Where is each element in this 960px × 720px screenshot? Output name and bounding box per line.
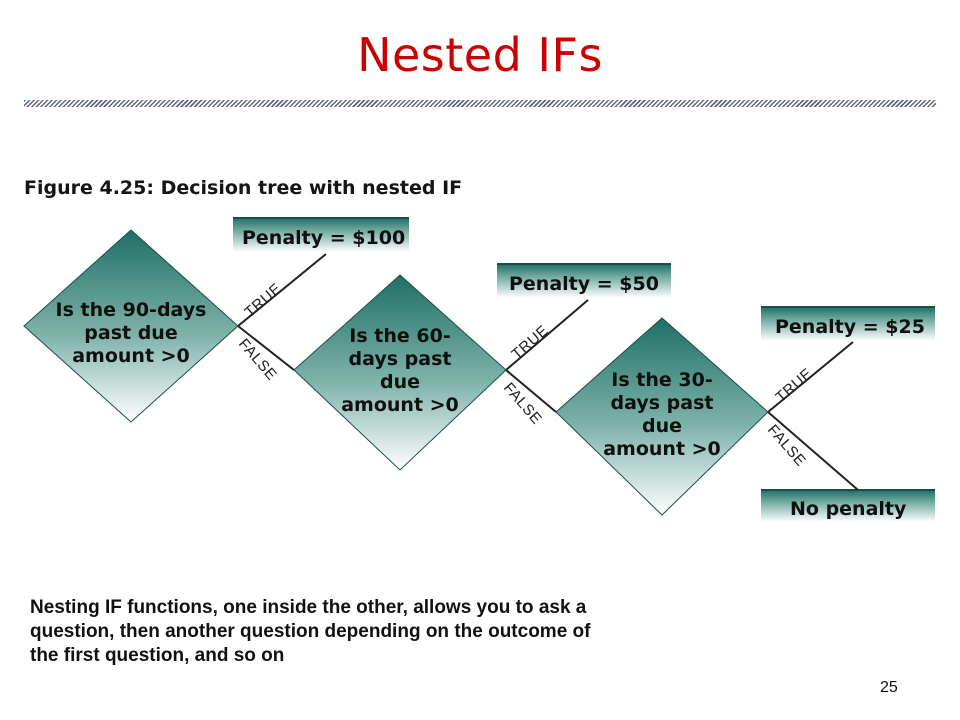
diamond-label: Is the 30- [611, 369, 712, 391]
diamond-label: past due [84, 322, 177, 344]
decision-diamond-60-days: Is the 60- days past due amount >0 [293, 274, 507, 471]
outcome-label: Penalty = $100 [242, 227, 405, 249]
slide-number: 25 [880, 679, 898, 696]
decision-diamond-30-days: Is the 30- days past due amount >0 [555, 317, 769, 516]
slide-note: Nesting IF functions, one inside the oth… [30, 597, 591, 666]
title-divider [24, 100, 936, 107]
outcome-penalty-100: Penalty = $100 [233, 217, 409, 252]
outcome-penalty-25: Penalty = $25 [761, 306, 935, 341]
figure-caption: Figure 4.25: Decision tree with nested I… [24, 177, 462, 199]
diamond-label: due [380, 371, 420, 393]
branch-true-label: TRUE [508, 322, 551, 363]
branch-false-label: FALSE [500, 379, 545, 427]
outcome-penalty-50: Penalty = $50 [497, 263, 671, 298]
diamond-label: amount >0 [341, 394, 459, 416]
diamond-label: amount >0 [72, 345, 190, 367]
branch-false-label: FALSE [235, 335, 280, 383]
outcome-label: No penalty [790, 498, 907, 520]
diamond-label: Is the 90-days [56, 299, 207, 321]
slide-title: Nested IFs [357, 28, 603, 82]
diamond-label: days past [611, 392, 714, 414]
branch-true-label: TRUE [772, 365, 815, 406]
branch-true-label: TRUE [241, 280, 284, 321]
diamond-label: amount >0 [603, 438, 721, 460]
decision-diamond-90-days: Is the 90-days past due amount >0 [23, 229, 239, 423]
outcome-label: Penalty = $25 [775, 316, 925, 338]
diamond-label: Is the 60- [349, 325, 450, 347]
outcome-no-penalty: No penalty [761, 489, 935, 522]
outcome-label: Penalty = $50 [509, 273, 659, 295]
diamond-label: days past [349, 348, 452, 370]
decision-tree-figure: Figure 4.25: Decision tree with nested I… [23, 177, 935, 522]
connector-lines [237, 253, 859, 491]
diamond-label: due [642, 415, 682, 437]
